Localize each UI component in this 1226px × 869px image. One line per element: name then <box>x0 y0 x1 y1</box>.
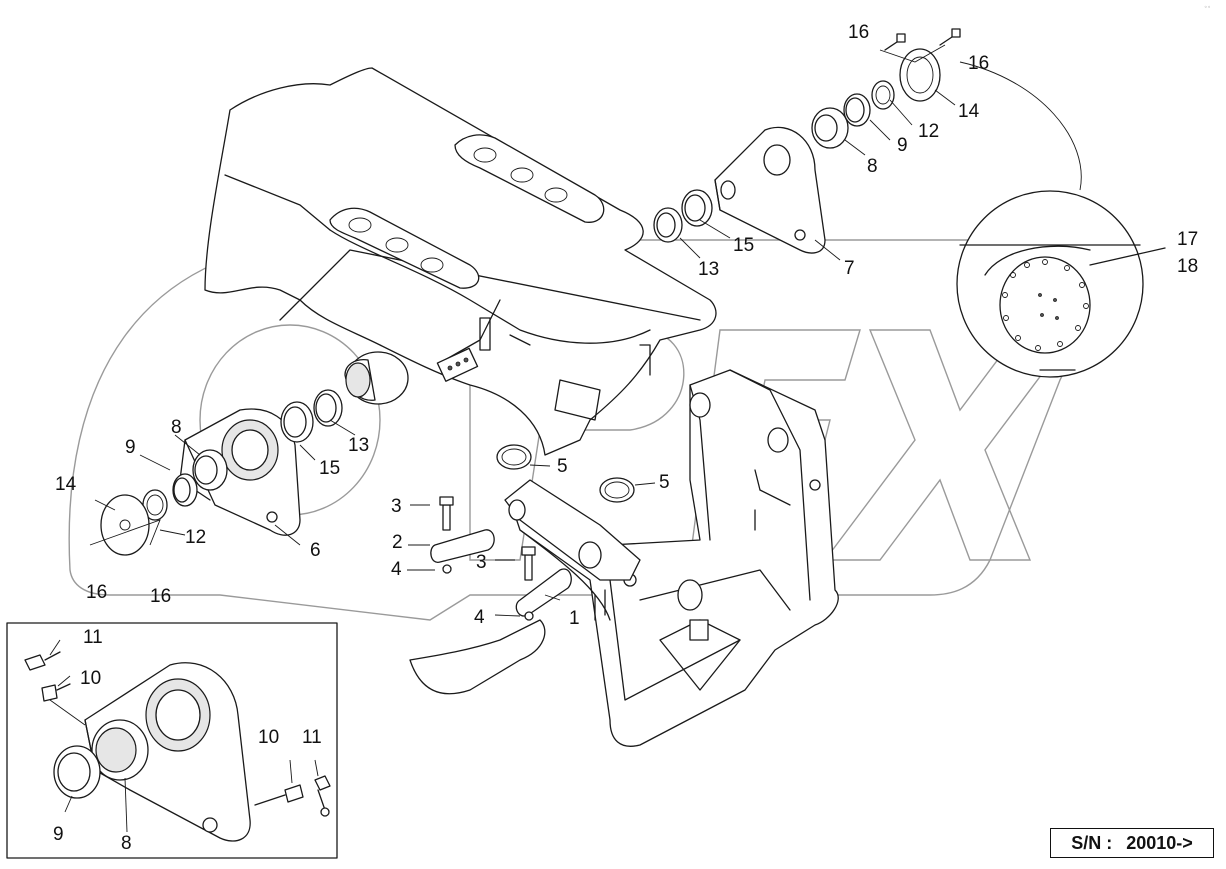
serial-value: 20010-> <box>1126 832 1193 853</box>
label-6: 6 <box>310 540 321 561</box>
label-12: 12 <box>918 121 939 142</box>
inset-detail <box>6 622 338 859</box>
rings-right <box>653 48 941 243</box>
o-rings-5 <box>496 444 635 503</box>
label-17: 17 <box>1177 229 1198 250</box>
label-5: 5 <box>557 456 568 477</box>
rings-left <box>100 389 343 556</box>
axle-beam <box>204 67 717 456</box>
label-8: 8 <box>867 156 878 177</box>
label-16: 16 <box>968 53 989 74</box>
serial-prefix: S/N : <box>1071 832 1113 853</box>
label-3: 3 <box>391 496 402 517</box>
bracket-right <box>714 126 826 254</box>
pins-and-bolts <box>430 496 572 621</box>
label-14: 14 <box>958 101 980 122</box>
axle-stub <box>344 351 409 405</box>
label-15: 15 <box>733 235 754 256</box>
label-11: 11 <box>302 727 322 748</box>
label-3: 3 <box>476 552 487 573</box>
label-8: 8 <box>121 833 132 854</box>
label-1: 1 <box>569 608 580 629</box>
part-labels: 1 2 3 3 4 4 5 5 6 7 8 8 8 9 9 9 10 10 11… <box>53 22 1198 854</box>
label-5: 5 <box>659 472 670 493</box>
label-13: 13 <box>348 435 369 456</box>
label-9: 9 <box>53 824 64 845</box>
label-9: 9 <box>897 135 908 156</box>
label-9: 9 <box>125 437 136 458</box>
label-16: 16 <box>150 586 171 607</box>
leader-lines <box>89 44 956 617</box>
serial-number-box: S/N : 20010-> <box>1050 828 1214 858</box>
label-2: 2 <box>392 532 403 553</box>
label-13: 13 <box>698 259 719 280</box>
detail-view-circle <box>956 61 1166 378</box>
bolt-circle-holes <box>1002 259 1089 351</box>
label-4: 4 <box>474 607 485 628</box>
corner-logo-icon: ◦◦ <box>1204 4 1212 11</box>
label-12: 12 <box>185 527 206 548</box>
pivot-frame <box>509 369 839 747</box>
label-8: 8 <box>171 417 182 438</box>
pivot-arm <box>409 479 641 695</box>
label-10: 10 <box>80 668 101 689</box>
bolts-right <box>884 28 961 51</box>
label-14: 14 <box>55 474 77 495</box>
label-15: 15 <box>319 458 340 479</box>
label-18: 18 <box>1177 256 1198 277</box>
label-11: 11 <box>83 627 103 648</box>
label-7: 7 <box>844 258 855 279</box>
label-16: 16 <box>86 582 107 603</box>
label-4: 4 <box>391 559 402 580</box>
bracket-left <box>179 408 301 536</box>
label-10: 10 <box>258 727 279 748</box>
label-16: 16 <box>848 22 869 43</box>
